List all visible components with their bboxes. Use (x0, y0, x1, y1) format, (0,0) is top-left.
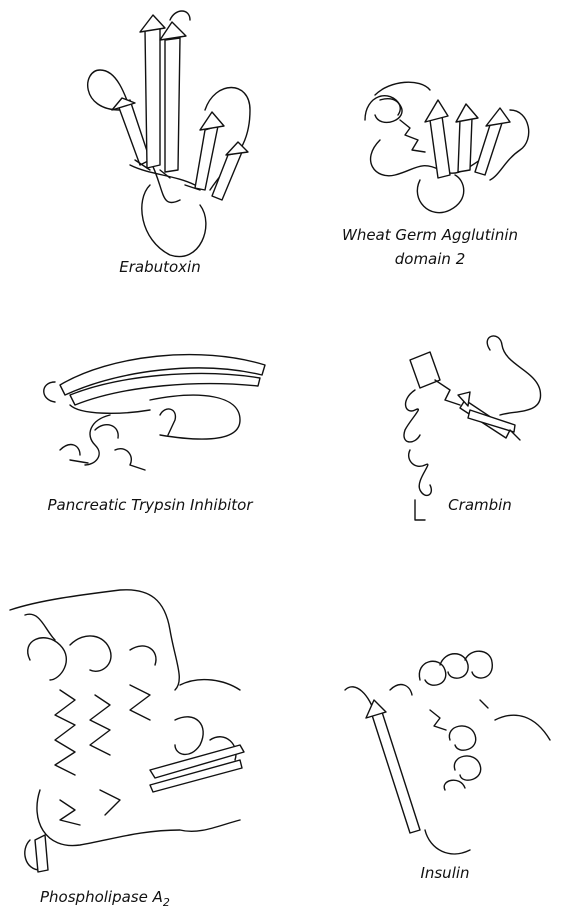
wheat-germ-agglutinin-ribbon-diagram (364, 81, 530, 214)
caption-pancreatic-trypsin-inhibitor: Pancreatic Trypsin Inhibitor (47, 496, 253, 514)
caption-insulin: Insulin (420, 864, 470, 882)
pancreatic-trypsin-inhibitor-ribbon-diagram (43, 353, 266, 471)
crambin-ribbon-diagram (403, 335, 542, 521)
panel-wheat-germ-agglutinin: Wheat Germ Agglutinin domain 2 (280, 0, 561, 300)
panel-phospholipase-a2: Phospholipase A2 (0, 570, 290, 915)
caption-phospholipase-a2-main: Phospholipase A (40, 888, 163, 906)
panel-crambin: Crambin (370, 320, 561, 550)
caption-wheat-germ-agglutinin: Wheat Germ Agglutinin domain 2 (340, 226, 520, 269)
caption-erabutoxin: Erabutoxin (119, 258, 201, 276)
panel-pancreatic-trypsin-inhibitor: Pancreatic Trypsin Inhibitor (0, 320, 290, 530)
caption-crambin: Crambin (448, 496, 512, 514)
panel-insulin: Insulin (330, 620, 561, 915)
erabutoxin-ribbon-diagram (87, 10, 251, 258)
caption-wheat-germ-agglutinin-line2: domain 2 (394, 250, 466, 268)
caption-phospholipase-a2-sub: 2 (162, 896, 170, 909)
panel-erabutoxin: Erabutoxin (0, 0, 280, 300)
caption-phospholipase-a2: Phospholipase A2 (40, 888, 190, 912)
caption-wheat-germ-agglutinin-line1: Wheat Germ Agglutinin (341, 226, 518, 244)
phospholipase-a2-ribbon-diagram (9, 589, 245, 873)
insulin-ribbon-diagram (344, 650, 551, 855)
